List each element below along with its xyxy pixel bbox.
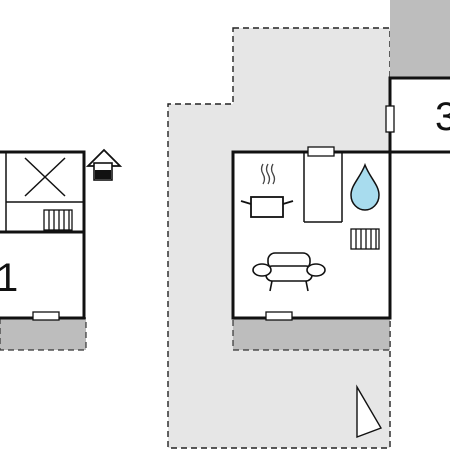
outside-area-main-strip <box>232 317 391 351</box>
window-right-building <box>385 105 395 133</box>
water-drop-icon <box>350 162 380 211</box>
window-main-bottom <box>265 311 293 321</box>
bedroom-cross-icon <box>24 157 66 197</box>
window-main-top <box>307 146 335 157</box>
outside-area-left-strip <box>0 317 87 351</box>
main-inner-walls <box>303 152 343 223</box>
window-left-bottom <box>32 311 60 321</box>
north-arrow-icon <box>356 384 383 439</box>
cooking-pot-icon <box>240 163 294 218</box>
main-building <box>231 146 392 321</box>
room-number-1: 1 <box>0 256 18 300</box>
house-icon <box>85 148 123 181</box>
left-building: 1 <box>0 150 86 321</box>
radiator-icon <box>43 209 73 231</box>
room-number-3: 3 <box>435 95 450 139</box>
outside-area-top-right <box>390 0 450 78</box>
radiator-icon <box>350 228 380 250</box>
right-building: 3 <box>385 76 450 154</box>
sofa-icon <box>252 252 326 292</box>
